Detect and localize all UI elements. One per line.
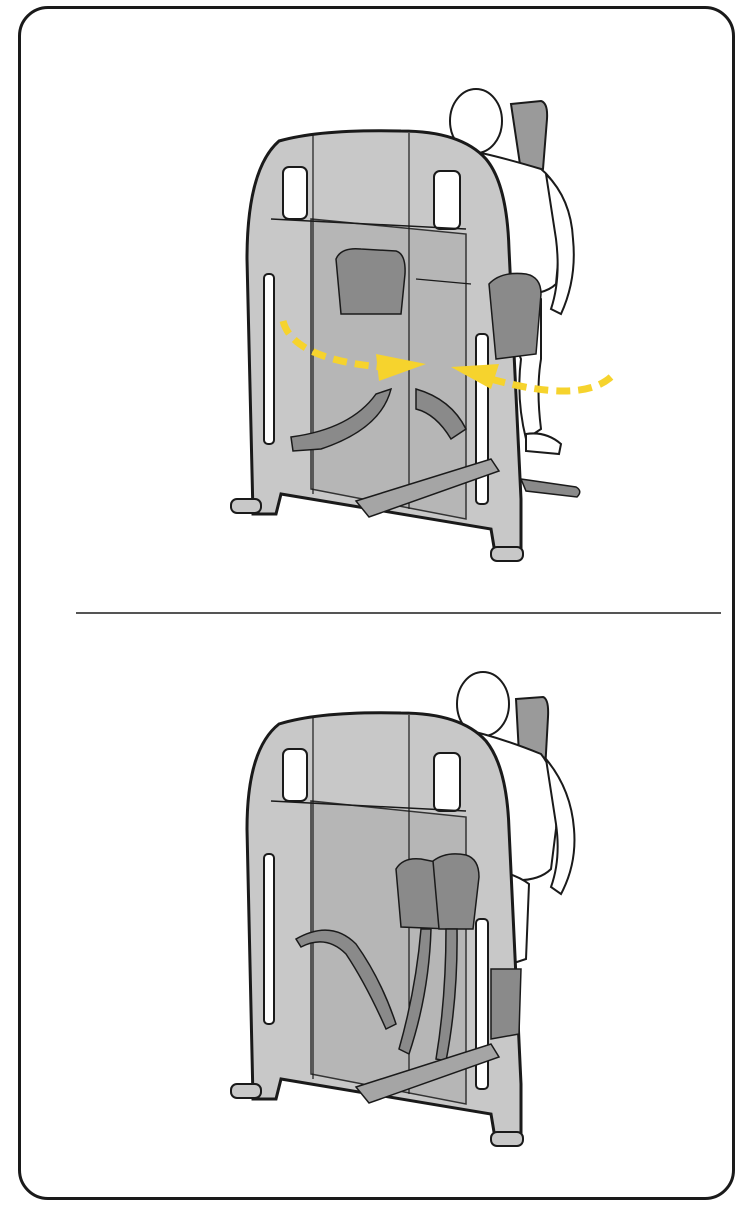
instruction-card xyxy=(18,6,735,1200)
panel-start-position xyxy=(21,59,735,619)
machine-illustration-end xyxy=(21,629,735,1189)
panel-end-position xyxy=(21,629,735,1189)
panel-divider xyxy=(76,612,721,614)
machine-frame-icon xyxy=(231,713,523,1146)
machine-illustration-start xyxy=(21,59,735,619)
